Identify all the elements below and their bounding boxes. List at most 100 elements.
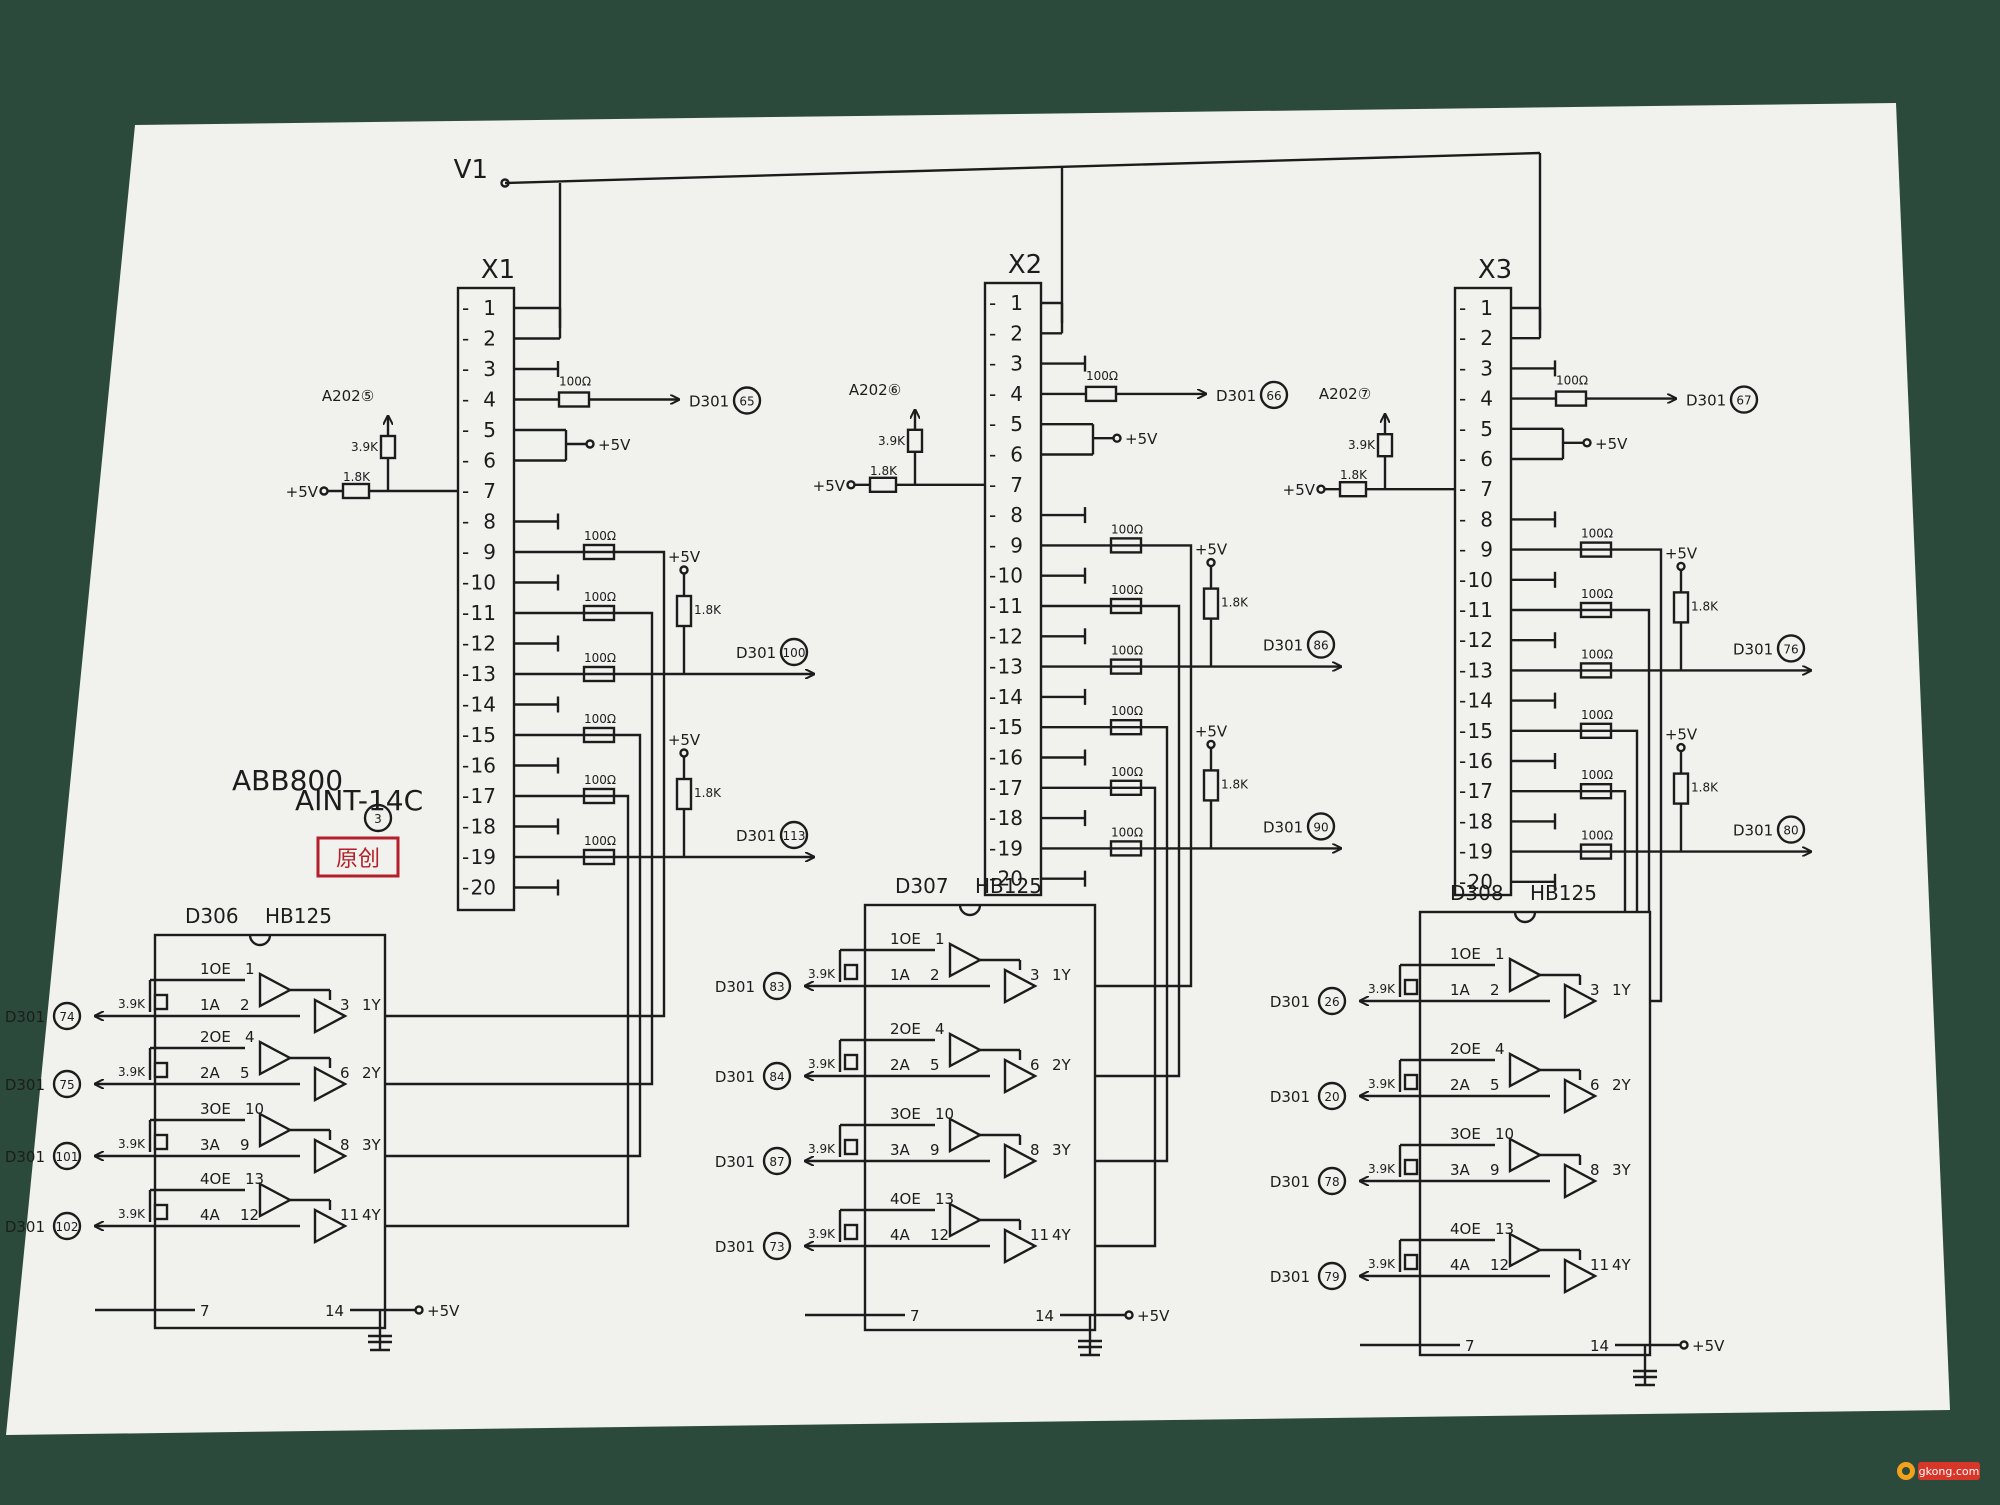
d307-gate4-in-res-label: 3.9K [808,1227,836,1241]
x3-pin-dash-15: - [1459,719,1466,743]
x1-pin19-res-label: 100Ω [584,834,616,848]
d307-gate1-oe-label: 1OE [890,930,921,948]
x2-route-17 [1040,786,1157,1248]
d306-gate1-oe-pin: 1 [245,960,255,978]
x1-pin4-dest: D301 [689,393,729,411]
d306-gate1-dest: D301 [5,1008,45,1026]
d307-gate3-in-res [843,1138,859,1156]
d308-gate1-out-label: 1Y [1612,981,1632,999]
x1-pin-dash-12: - [462,632,469,656]
x2-pin-7: 7 [1010,473,1023,497]
d306-gate3-out-pin: 8 [340,1136,350,1154]
x1-pin-9: 9 [483,540,496,564]
d306-gate4-oe-pin: 13 [245,1170,264,1188]
x3-pin19-ref-circle [1776,815,1806,844]
x3-pin19-pullup-vcc: +5V [1665,726,1698,744]
d307-gate2-dest-ref-circle [762,1061,792,1091]
x2-pin15-res-label: 100Ω [1111,704,1143,718]
x1-route-15 [330,733,642,1158]
d308-gate2-out-buffer [1563,1078,1598,1114]
watermark-logo: gkong.com [1892,1456,1982,1486]
d308-vcc-dot [1679,1340,1689,1350]
d308-gnd-pin: 7 [1465,1337,1475,1355]
x2-pin-8: 8 [1010,503,1023,527]
d306-gate3-out-label: 3Y [362,1136,382,1154]
x3-pin-19: 19 [1468,840,1493,864]
x3-pin-dash-16: - [1459,749,1466,773]
d307-name: D307 [895,874,949,898]
d306-gate2-out-buffer [313,1066,348,1102]
d306-gate4-dest: D301 [5,1218,45,1236]
x2-pin-20: 20 [998,867,1023,891]
d307-gate1-out-buffer [1003,968,1038,1004]
x3-pin-12: 12 [1468,628,1493,652]
x1-pin-dash-17: - [462,784,469,808]
x3-pin19-dest: D301 [1733,822,1773,840]
d307-gate2-in-res-label: 3.9K [808,1057,836,1071]
d307-gate2-oe-pin: 4 [935,1020,945,1038]
board-model: ABB800 [232,764,343,797]
x1-pin-dash-16: - [462,754,469,778]
x3-pin-dash-2: - [1459,326,1466,350]
x3-pin-dash-5: - [1459,417,1466,441]
x3-pin7-vcc-label: +5V [1283,481,1316,499]
x3-pin15-res-label: 100Ω [1581,708,1613,722]
v1-bus [504,151,1541,185]
d307-gate3-dest-ref: 87 [769,1155,784,1169]
x2-pin19-res-label: 100Ω [1111,825,1143,839]
x1-name: X1 [481,255,515,285]
x1-pin15-res-label: 100Ω [584,712,616,726]
x1-pin56-vcc-label: +5V [598,436,631,454]
x2-pin-5: 5 [1010,412,1023,436]
d308-gate2-in-label: 2A [1450,1076,1471,1094]
d308-gate3-out-pin: 8 [1590,1161,1600,1179]
d306-gate1-in-label: 1A [200,996,221,1014]
d308-gate3-oe-label: 3OE [1450,1125,1481,1143]
x3-pin-8: 8 [1480,507,1493,531]
x2-pin-18: 18 [998,806,1023,830]
d307-gate3-dest: D301 [715,1153,755,1171]
x3-pin13-res-label: 100Ω [1581,647,1613,661]
d307-gate4-oe-pin: 13 [935,1190,954,1208]
d308-gate1-dest-ref-circle [1317,986,1347,1016]
d308-gate1-oe-pin: 1 [1495,945,1505,963]
x2-pin13-ref-circle [1306,630,1336,659]
x3-pin-1: 1 [1480,296,1493,320]
x2-pin13-pullup-res [1202,587,1220,620]
d306-gate4-in-res-label: 3.9K [118,1207,146,1221]
d307-notch [958,904,982,917]
x2-pin-dash-20: - [989,867,996,891]
x1-pin-dash-4: - [462,388,469,412]
d306-gate4-oe-buffer [258,1182,293,1218]
x1-pin-dash-1: - [462,296,469,320]
d307-gate4-oe-label: 4OE [890,1190,921,1208]
d307-vcc-dot [1124,1310,1134,1320]
x3-pin4-ref: 67 [1736,394,1751,408]
d308-gate4-dest-ref: 79 [1324,1270,1339,1284]
x2-pin-11: 11 [998,594,1023,618]
x3-pin19-pullup-label: 1.8K [1691,781,1719,795]
x3-pin13-pullup-dot [1676,561,1686,572]
d306-gate3-dest-ref-circle [52,1141,82,1171]
x3-pin13-dest: D301 [1733,640,1773,658]
x2-pin-dash-17: - [989,776,996,800]
x3-name: X3 [1478,255,1512,285]
x2-pin-dash-19: - [989,836,996,860]
x3-pin-dash-14: - [1459,689,1466,713]
x1-pin-dash-9: - [462,540,469,564]
d306-gate2-oe-label: 2OE [200,1028,231,1046]
d306-gate4-dest-ref: 102 [56,1220,79,1234]
d307-gate3-oe-pin: 10 [935,1105,954,1123]
d308-gate2-oe-pin: 4 [1495,1040,1505,1058]
d308-gate4-out-buffer [1563,1258,1598,1294]
d306-gate2-in-res [153,1061,169,1079]
x1-pin7-res [341,482,371,500]
x1-pin7-vcc-label: +5V [286,483,319,501]
x2-connector-body [983,281,1043,897]
d307-vcc-pin: 14 [1035,1307,1054,1325]
x1-pin-4: 4 [483,388,496,412]
d308-gate2-dest-ref: 20 [1324,1090,1339,1104]
d306-gate2-out-label: 2Y [362,1064,382,1082]
x1-pin13-dest: D301 [736,644,776,662]
d306-gate1-dest-ref: 74 [59,1010,74,1024]
